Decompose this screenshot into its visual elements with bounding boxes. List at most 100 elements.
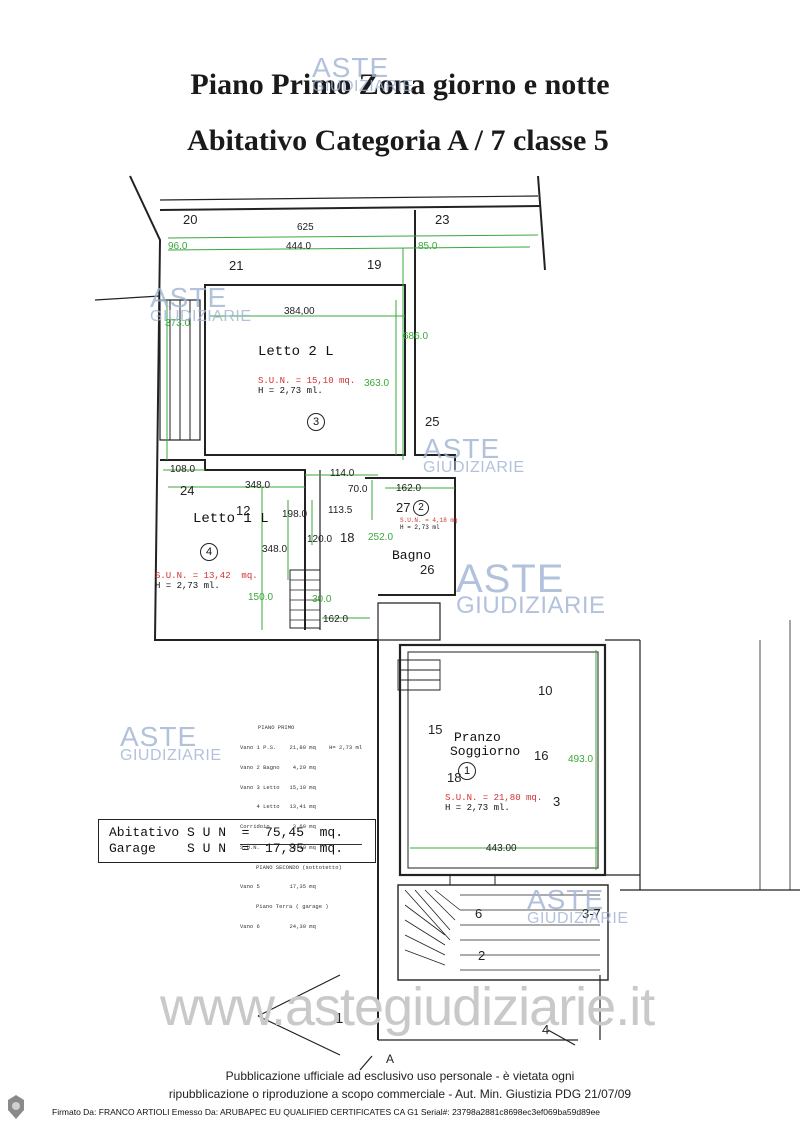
- marker-23: 23: [435, 212, 450, 227]
- dim-162a: 162.0: [396, 483, 422, 494]
- marker-19: 19: [367, 257, 382, 272]
- stair-landing: [377, 602, 441, 641]
- dim-96: 96.0: [168, 241, 188, 252]
- room-pranzo-name2: Soggiorno: [450, 744, 521, 759]
- marker-3: 3: [553, 794, 561, 809]
- marker-20: 20: [183, 212, 198, 227]
- section-arrow: [257, 974, 341, 1056]
- pranzo-walls: [398, 643, 607, 877]
- dim-85: 85.0: [418, 241, 438, 252]
- marker-25: 25: [425, 414, 440, 429]
- bagno-walls: [365, 477, 456, 596]
- dim-108: 108.0: [170, 464, 196, 475]
- dim-114: 114.0: [330, 468, 355, 479]
- marker-16: 16: [534, 748, 549, 763]
- dim-252: 252.0: [368, 532, 394, 543]
- dim-300: 30.0: [312, 594, 332, 605]
- east-lines: [759, 620, 791, 890]
- marker-26: 26: [420, 562, 435, 577]
- dim-443: 443.00: [486, 843, 517, 854]
- dim-150: 150.0: [248, 592, 274, 603]
- garage-walls: [378, 975, 601, 1041]
- east-corridor-wall: [414, 210, 456, 470]
- room-letto2-number: 3: [307, 413, 325, 431]
- marker-4: 4: [542, 1022, 550, 1037]
- dim-363: 363.0: [364, 378, 390, 389]
- dim-348b: 348.0: [262, 544, 288, 555]
- watermark-bottom-right: ASTE GIUDIZIARIE: [527, 884, 629, 927]
- room-bagno-name: Bagno: [392, 548, 432, 563]
- sun-summary-box: Abitativo S U N = 75,45 mq. Garage S U N…: [98, 819, 376, 863]
- footer-line2: ripubblicazione o riproduzione a scopo c…: [168, 1087, 632, 1101]
- lower-stair-block: [397, 884, 609, 981]
- room-letto2-sun: S.U.N. = 15,10 mq.: [258, 376, 356, 386]
- watermark-center: ASTE GIUDIZIARIE: [423, 433, 525, 476]
- room-letto2-name: Letto 2 L: [258, 344, 334, 360]
- summary-garage: Garage S U N = 17,35 mq.: [109, 841, 344, 856]
- north-boundary: [159, 195, 539, 201]
- room-pranzo-height: H = 2,73 ml.: [445, 803, 510, 813]
- dim-384: 384,00: [284, 306, 315, 317]
- watermark-left-bottom: ASTE GIUDIZIARIE: [120, 721, 222, 764]
- pranzo-inner: [407, 651, 599, 869]
- marker-6: 6: [475, 906, 483, 921]
- marker-12: 12: [236, 503, 251, 518]
- room-pranzo-sun: S.U.N. = 21,80 mq.: [445, 793, 543, 803]
- west-boundary: [94, 295, 161, 301]
- room-pranzo-name1: Pranzo: [454, 730, 501, 745]
- dim-113: 113.5: [328, 505, 353, 516]
- watermark-left-top: ASTE GIUDIZIARIE: [150, 282, 252, 325]
- dim-70: 70.0: [348, 484, 368, 495]
- digital-seal-icon: [8, 1095, 24, 1119]
- north-wall: [159, 205, 541, 211]
- west-wall: [129, 175, 378, 641]
- marker-1: 1: [335, 1010, 344, 1027]
- dim-444: 444.0: [286, 241, 312, 252]
- room-bagno-sun: S.U.N. = 4,18 mq: [400, 517, 458, 524]
- dim-625: 625: [297, 222, 314, 233]
- marker-10: 10: [538, 683, 553, 698]
- room-bagno-height: H = 2,73 ml: [400, 524, 440, 531]
- plan-title: Piano Primo Zona giorno e notte: [190, 68, 610, 101]
- area-legend: PIANO PRIMO Vano 1 P.S. 21,80 mq H= 2,73…: [240, 724, 363, 930]
- summary-abitativo: Abitativo S U N = 75,45 mq.: [109, 825, 344, 840]
- room-letto1-height: H = 2,73 ml.: [155, 581, 220, 591]
- room-letto1-name: Letto 1 L: [193, 511, 269, 527]
- marker-2: 2: [478, 948, 486, 963]
- door-lower: [449, 874, 496, 886]
- marker-27: 27: [396, 500, 411, 515]
- marker-24: 24: [180, 483, 195, 498]
- room-bagno-number: 2: [413, 500, 429, 516]
- marker-a: A: [386, 1052, 395, 1066]
- dim-493: 493.0: [568, 754, 594, 765]
- watermark-url: www.astegiudiziarie.it: [160, 977, 655, 1037]
- letto2-walls: [204, 284, 406, 456]
- dim-373: 373.0: [165, 318, 191, 329]
- east-boundary: [537, 175, 546, 271]
- dim-686: 686.0: [403, 331, 429, 342]
- dim-198: 198.0: [282, 509, 308, 520]
- marker-15: 15: [428, 722, 443, 737]
- watermark-right: ASTE GIUDIZIARIE: [456, 557, 606, 619]
- dimension-lines: [163, 234, 598, 870]
- digital-signature: Firmato Da: FRANCO ARTIOLI Emesso Da: AR…: [52, 1107, 601, 1117]
- room-letto1-number: 4: [200, 543, 218, 561]
- marker-18a: 18: [340, 530, 355, 545]
- room-letto1-sun: S.U.N. = 13,42 mq.: [155, 571, 258, 581]
- room-pranzo-number: 1: [458, 762, 476, 780]
- dim-348a: 348.0: [245, 480, 271, 491]
- plan-subtitle: Abitativo Categoria A / 7 classe 5: [187, 124, 609, 157]
- dim-120: 120.0: [307, 534, 333, 545]
- lower-stair-steps: [404, 889, 600, 971]
- east-lower-walls: [605, 639, 800, 891]
- room-letto2-height: H = 2,73 ml.: [258, 386, 323, 396]
- stairs-left: [289, 569, 321, 629]
- marker-21: 21: [229, 258, 244, 273]
- marker-18b: 18: [447, 770, 462, 785]
- marker-3-7: 3-7: [582, 906, 601, 921]
- watermark-top: ASTE GIUDIZIARIE: [312, 52, 414, 95]
- footer-line1: Pubblicazione ufficiale ad esclusivo uso…: [225, 1069, 575, 1083]
- dim-162b: 162.0: [323, 614, 349, 625]
